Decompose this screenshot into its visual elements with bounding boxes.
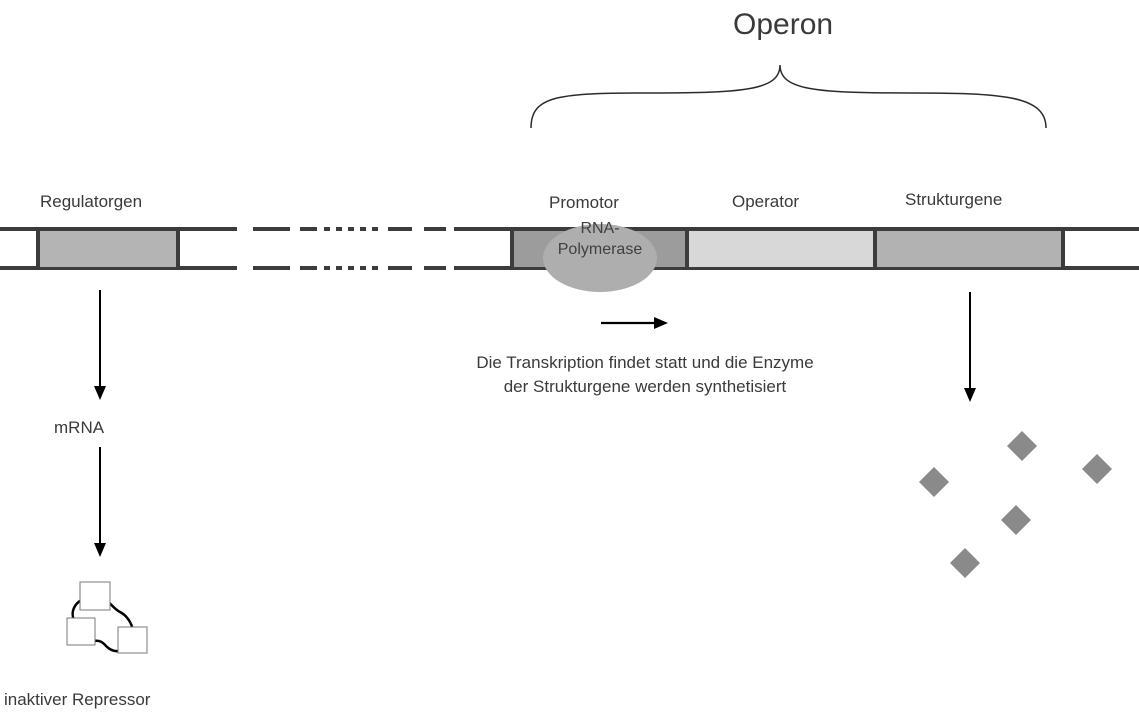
dna-strand-gap <box>253 227 446 270</box>
enzyme-diamond <box>1007 431 1037 461</box>
enzyme-diamond <box>950 548 980 578</box>
inactive-repressor-icon <box>66 581 148 654</box>
dna-strand-left <box>0 227 237 270</box>
promotor-label: Promotor <box>549 193 619 212</box>
operon-title: Operon <box>733 8 834 41</box>
operon-brace <box>530 64 1047 129</box>
rna-polymerase-ellipse <box>543 224 657 292</box>
enzyme-diamond <box>919 467 949 497</box>
regulatorgen-label: Regulatorgen <box>40 192 143 211</box>
mrna-label: mRNA <box>54 418 105 437</box>
strukturgene-segment <box>875 231 1063 267</box>
operator-label: Operator <box>732 192 800 211</box>
transcription-caption-line2: der Strukturgene werden synthetisiert <box>503 377 787 396</box>
dna-strand-right <box>454 227 1139 270</box>
enzyme-diamond <box>1001 505 1031 535</box>
regulatorgen-segment <box>38 231 178 267</box>
inaktiver-repressor-label: inaktiver Repressor <box>4 690 151 709</box>
transcription-caption-line1: Die Transkription findet statt und die E… <box>476 353 814 372</box>
strukturgene-label: Strukturgene <box>905 190 1003 209</box>
operator-segment <box>687 231 875 267</box>
enzyme-diamonds <box>919 431 1112 578</box>
transcription-caption: Die Transkription findet statt und die E… <box>400 351 890 399</box>
enzyme-diamond <box>1082 454 1112 484</box>
arrow-strukturgene-to-enzymes <box>964 292 976 402</box>
rna-polymerase-label: RNA- Polymerase <box>545 218 655 260</box>
rna-polymerase-line1: RNA- <box>580 220 620 237</box>
arrow-regulatorgen-to-mrna <box>94 290 106 400</box>
transcription-arrow <box>601 317 668 329</box>
arrow-mrna-to-repressor <box>94 447 106 557</box>
rna-polymerase-line2: Polymerase <box>557 241 643 258</box>
